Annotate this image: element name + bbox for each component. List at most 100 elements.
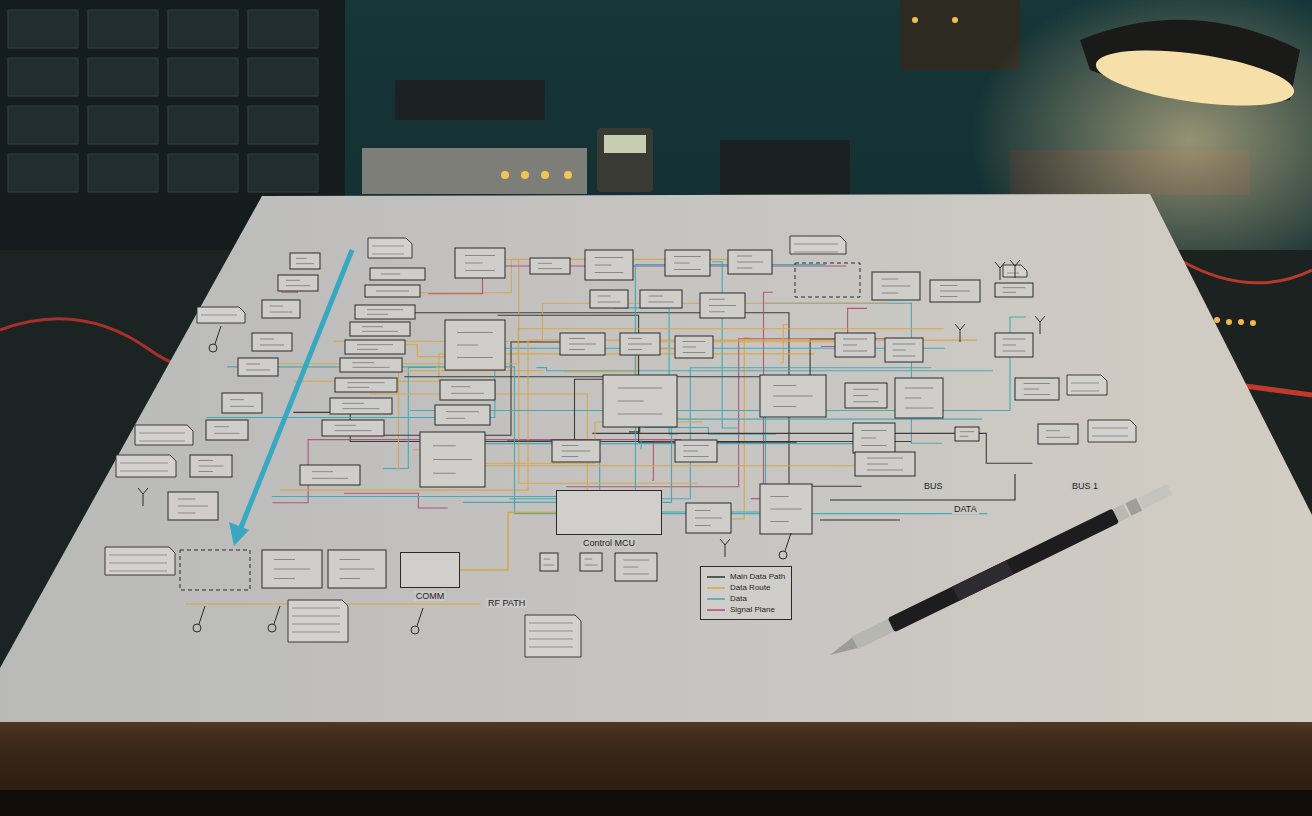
scribble (367, 314, 388, 315)
block-box (238, 358, 278, 376)
scribble (457, 357, 493, 358)
scribble (457, 345, 478, 346)
wire (272, 265, 826, 497)
block-box (420, 432, 485, 487)
legend-line-sample (707, 585, 725, 591)
pencil (826, 482, 1173, 662)
wire (344, 493, 448, 508)
scribble (465, 255, 495, 256)
wire (207, 348, 946, 417)
oscilloscope (362, 148, 587, 194)
block-box (835, 333, 875, 357)
scribble (357, 349, 378, 350)
block-box (445, 320, 505, 370)
terminal-symbol (193, 624, 201, 632)
legend-box: Main Data PathData RouteDataSignal Plane (700, 566, 792, 620)
scribble (623, 560, 648, 561)
block-box (640, 290, 682, 308)
scribble (362, 326, 383, 327)
legend-text: Data (730, 594, 747, 603)
note-callout (197, 307, 245, 323)
scribble (201, 315, 237, 316)
wire (566, 339, 888, 487)
scribble (773, 396, 813, 397)
antenna-symbol (995, 262, 1005, 280)
scribble (562, 445, 579, 446)
scribble (893, 350, 906, 351)
signal-label: RF PATH (486, 598, 527, 608)
scribble (334, 430, 371, 431)
antenna-symbol (720, 539, 730, 557)
scribble (367, 309, 403, 310)
block-box (580, 553, 602, 571)
scribble (853, 389, 878, 390)
scribble (246, 364, 260, 365)
desk-edge (0, 716, 1312, 816)
indicator-lights (501, 171, 572, 179)
scribble (109, 563, 167, 564)
legend-line (707, 587, 725, 589)
block-box (206, 420, 248, 440)
scribble (1003, 287, 1026, 288)
scribble (538, 263, 552, 264)
legend-line-sample (707, 574, 725, 580)
scribble (562, 451, 591, 452)
scribble (274, 569, 310, 570)
scribble (1071, 383, 1099, 384)
scribble (352, 367, 389, 368)
wire (428, 266, 846, 294)
wire (830, 474, 1015, 500)
scribble (584, 565, 597, 566)
paper-sheet (0, 194, 1312, 722)
block-box (895, 378, 943, 418)
signal-label: BUS 1 (1070, 481, 1100, 491)
block-box (995, 283, 1033, 297)
scribble (709, 311, 725, 312)
scribble (292, 608, 340, 609)
legend-text: Main Data Path (730, 572, 785, 581)
legend-line (707, 576, 725, 578)
scribble (357, 344, 393, 345)
scribble (1007, 273, 1019, 274)
scribble (230, 406, 254, 407)
scribble (648, 296, 663, 297)
scribble (274, 559, 295, 560)
block-box (262, 300, 300, 318)
signal-label: DATA (952, 504, 979, 514)
scribble (770, 496, 788, 497)
scribble (120, 471, 168, 472)
scribble (198, 471, 213, 472)
scribble (544, 559, 550, 560)
leader-line (417, 608, 423, 626)
block-box (1038, 424, 1078, 444)
block-box (370, 268, 425, 280)
block-box (190, 455, 232, 477)
scribble (867, 464, 888, 465)
scribble (1003, 339, 1026, 340)
leader-line (785, 533, 791, 551)
block-box (620, 333, 660, 355)
scribble (683, 456, 708, 457)
terminal-symbol (411, 626, 419, 634)
connector (460, 513, 556, 571)
scribble (648, 302, 673, 303)
cable (1180, 260, 1312, 283)
desk-shadow (0, 790, 1312, 816)
block-box (455, 248, 505, 278)
scribble (1003, 345, 1016, 346)
note-callout (1067, 375, 1107, 395)
scribble (709, 299, 725, 300)
scribble (198, 460, 213, 461)
scribble (1024, 394, 1050, 395)
block-box (560, 333, 605, 355)
multimeter (597, 128, 653, 192)
scribble (457, 332, 493, 333)
scribble (683, 445, 708, 446)
scribble (296, 263, 314, 264)
scribble (352, 362, 374, 363)
scribble (882, 286, 911, 287)
legend-line (707, 609, 725, 611)
scribble (794, 252, 838, 253)
scribble (623, 567, 638, 568)
scribble (893, 356, 916, 357)
